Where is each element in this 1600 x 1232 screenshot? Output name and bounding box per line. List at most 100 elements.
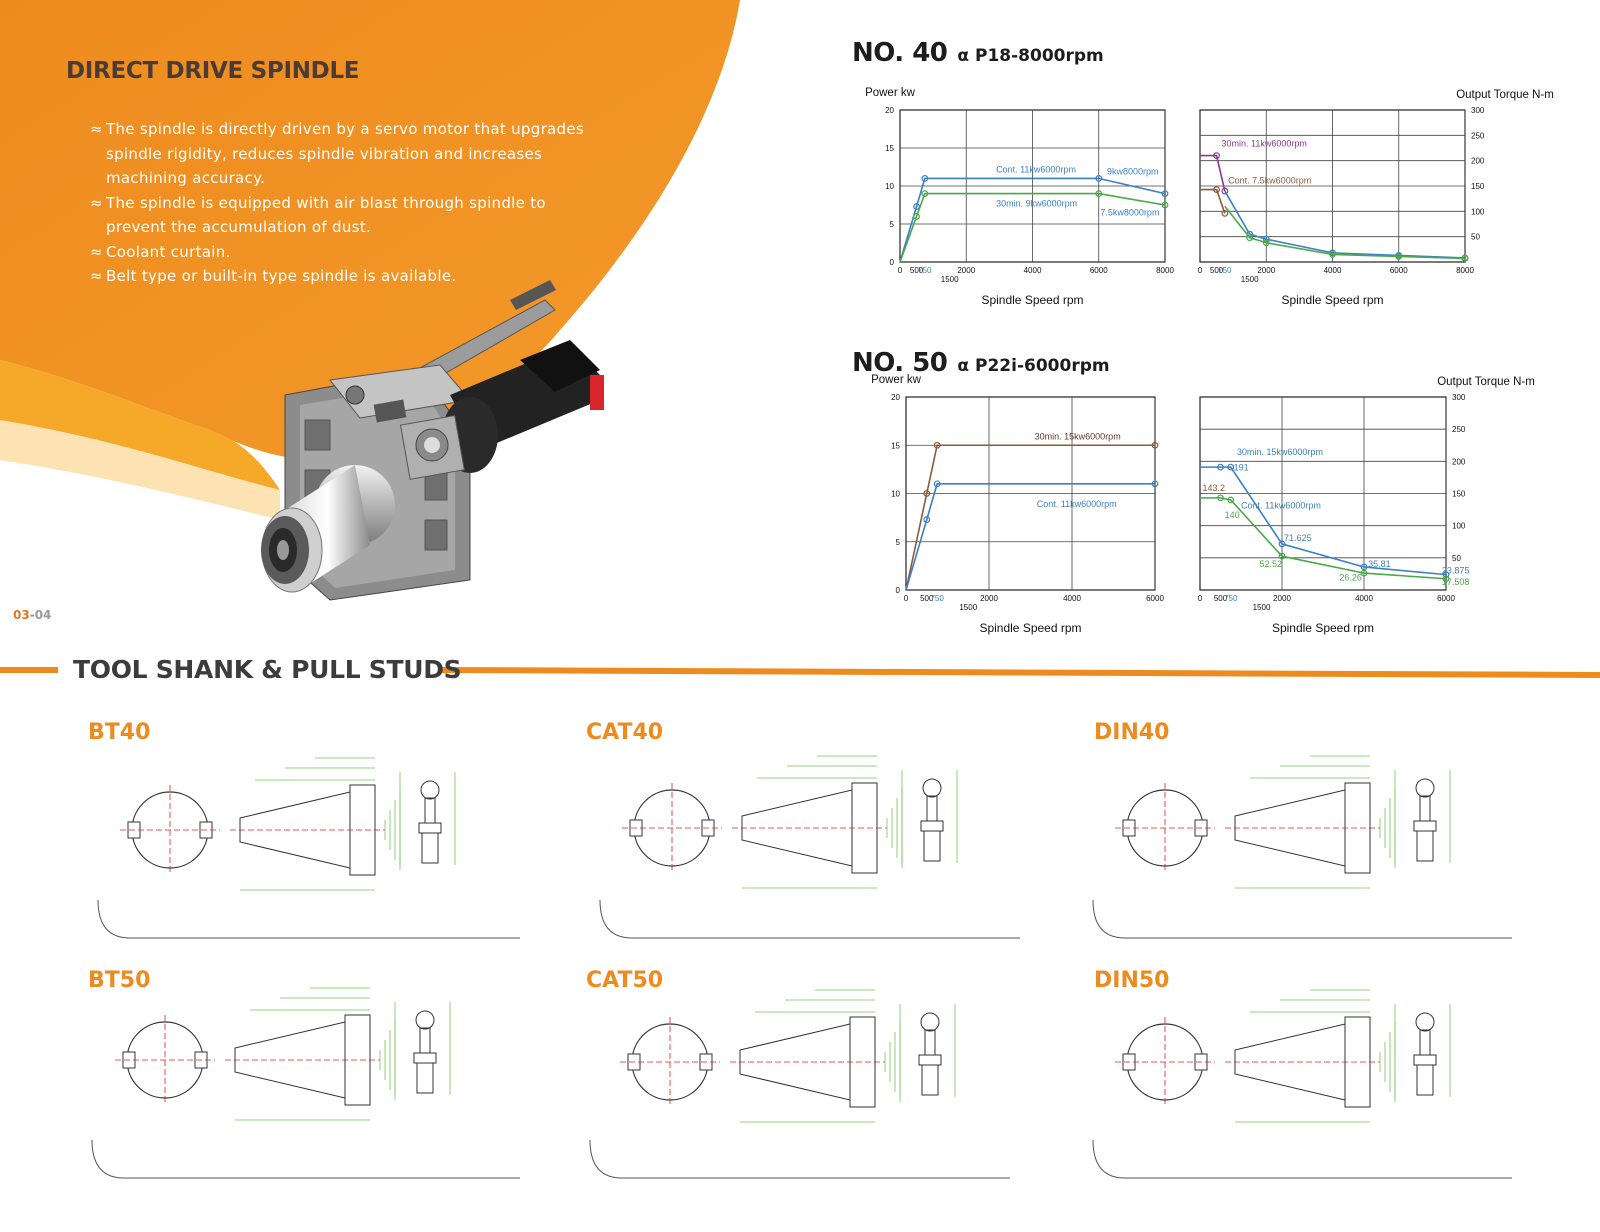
data-point [1161, 190, 1169, 198]
data-point [921, 174, 929, 182]
x-axis-label: Spindle Speed rpm [1272, 621, 1374, 635]
data-point [1221, 187, 1229, 195]
y-tick-label: 300 [1452, 393, 1466, 402]
drawing-flange [849, 1016, 876, 1108]
x-tick-label: 2000 [1273, 594, 1291, 603]
x-tick-label: 8000 [1456, 266, 1474, 275]
y-tick-label: 250 [1452, 425, 1466, 434]
data-point [1360, 569, 1368, 577]
y-tick-label: 10 [891, 490, 900, 499]
drawing-stud-thread [1416, 1064, 1434, 1096]
shank-label-bt40: BT40 [88, 720, 151, 745]
data-point [1442, 575, 1450, 583]
drawing-stud-head [922, 778, 942, 798]
drawing-stud-neck [1419, 795, 1431, 822]
x-tick-label: 1500 [1241, 275, 1259, 284]
drawing-stud-collar [918, 1054, 942, 1066]
data-point [1217, 463, 1224, 471]
x-tick-label: 1500 [1253, 603, 1271, 612]
data-point [1213, 186, 1220, 193]
x-tick-label: 4000 [1324, 266, 1342, 275]
chart-annotation: 7.5kw8000rpm [1100, 208, 1159, 218]
chart-annotation: 143.2 [1202, 483, 1225, 493]
data-point [1278, 552, 1286, 560]
shank-label-cat50: CAT50 [586, 968, 664, 993]
chart-annotation: 17.508 [1442, 577, 1470, 587]
chart-annotation: 52.52 [1259, 559, 1282, 569]
y-tick-label: 50 [1452, 554, 1461, 563]
y-tick-label: 10 [885, 182, 894, 191]
chart-annotation: 30min. 9kw6000rpm [996, 199, 1077, 209]
drawing-stud-collar [1413, 1054, 1437, 1066]
shank-label-cat40: CAT40 [586, 720, 664, 745]
section-title-tool-shank: TOOL SHANK & PULL STUDS [73, 655, 462, 684]
x-tick-label: 4000 [1024, 266, 1042, 275]
y-axis-label: Output Torque N-m [1437, 376, 1535, 388]
data-point [1329, 250, 1336, 258]
data-point [923, 516, 931, 523]
series-line [905, 483, 1155, 591]
y-tick-label: 200 [1471, 157, 1485, 166]
series-line [1224, 205, 1466, 260]
x-axis-label: Spindle Speed rpm [979, 621, 1081, 635]
page-title: DIRECT DRIVE SPINDLE [66, 58, 360, 84]
data-point [923, 490, 931, 497]
y-tick-label: 15 [891, 441, 900, 450]
data-point [1262, 239, 1270, 247]
shank-label-din40: DIN40 [1094, 720, 1170, 745]
drawing-stud-neck [924, 1029, 936, 1056]
drawing-stud-head [920, 1012, 940, 1032]
x-tick-label: 0 [1198, 266, 1203, 275]
series-line [1200, 466, 1447, 576]
drawing-stud-thread [1416, 830, 1434, 862]
y-tick-label: 200 [1452, 457, 1466, 466]
data-point [1395, 253, 1403, 260]
drawing-stud-neck [419, 1027, 431, 1054]
series-line [899, 177, 1166, 263]
x-tick-label: 4000 [1063, 594, 1081, 603]
data-point [1227, 496, 1235, 504]
series-line [905, 444, 1155, 591]
x-tick-label: 0 [898, 266, 903, 275]
x-axis-label: Spindle Speed rpm [981, 293, 1083, 307]
x-tick-label: 500 [920, 594, 934, 603]
x-tick-label: 1500 [959, 603, 977, 612]
drawing-stud-thread [416, 1062, 434, 1094]
drawing-stud-thread [921, 1064, 939, 1096]
y-tick-label: 50 [1471, 233, 1480, 242]
y-tick-label: 150 [1452, 490, 1466, 499]
x-tick-label: 2000 [980, 594, 998, 603]
chart-annotation: 30min. 15kw6000rpm [1035, 431, 1121, 441]
chart-annotation: 35.81 [1368, 559, 1391, 569]
data-point [1461, 255, 1469, 262]
y-tick-label: 5 [896, 538, 901, 547]
chart-annotation: 30min. 15kw6000rpm [1237, 447, 1323, 457]
spindle-illustration [261, 280, 604, 601]
y-axis-label: Power kw [871, 374, 922, 386]
series-line [1224, 190, 1466, 259]
x-tick-label: 1500 [941, 275, 959, 284]
data-point [1221, 209, 1229, 217]
y-tick-label: 100 [1471, 207, 1485, 216]
x-axis-label: Spindle Speed rpm [1281, 293, 1383, 307]
feature-list: ≈The spindle is directly driven by a ser… [78, 117, 598, 289]
data-point [1278, 540, 1286, 548]
series-line [899, 192, 1166, 263]
data-point [1151, 480, 1159, 488]
x-tick-label: 4000 [1355, 594, 1373, 603]
data-point [1161, 201, 1169, 209]
page-number: 03-04 [13, 608, 52, 622]
orange-swoosh [0, 0, 740, 461]
data-point [1213, 152, 1220, 160]
drawing-stud-head [415, 1010, 435, 1030]
drawing-stud-head [1415, 778, 1435, 798]
feature-item: ≈Belt type or built-in type spindle is a… [90, 267, 457, 285]
data-point [933, 441, 941, 449]
drawing-stud-collar [418, 822, 442, 834]
